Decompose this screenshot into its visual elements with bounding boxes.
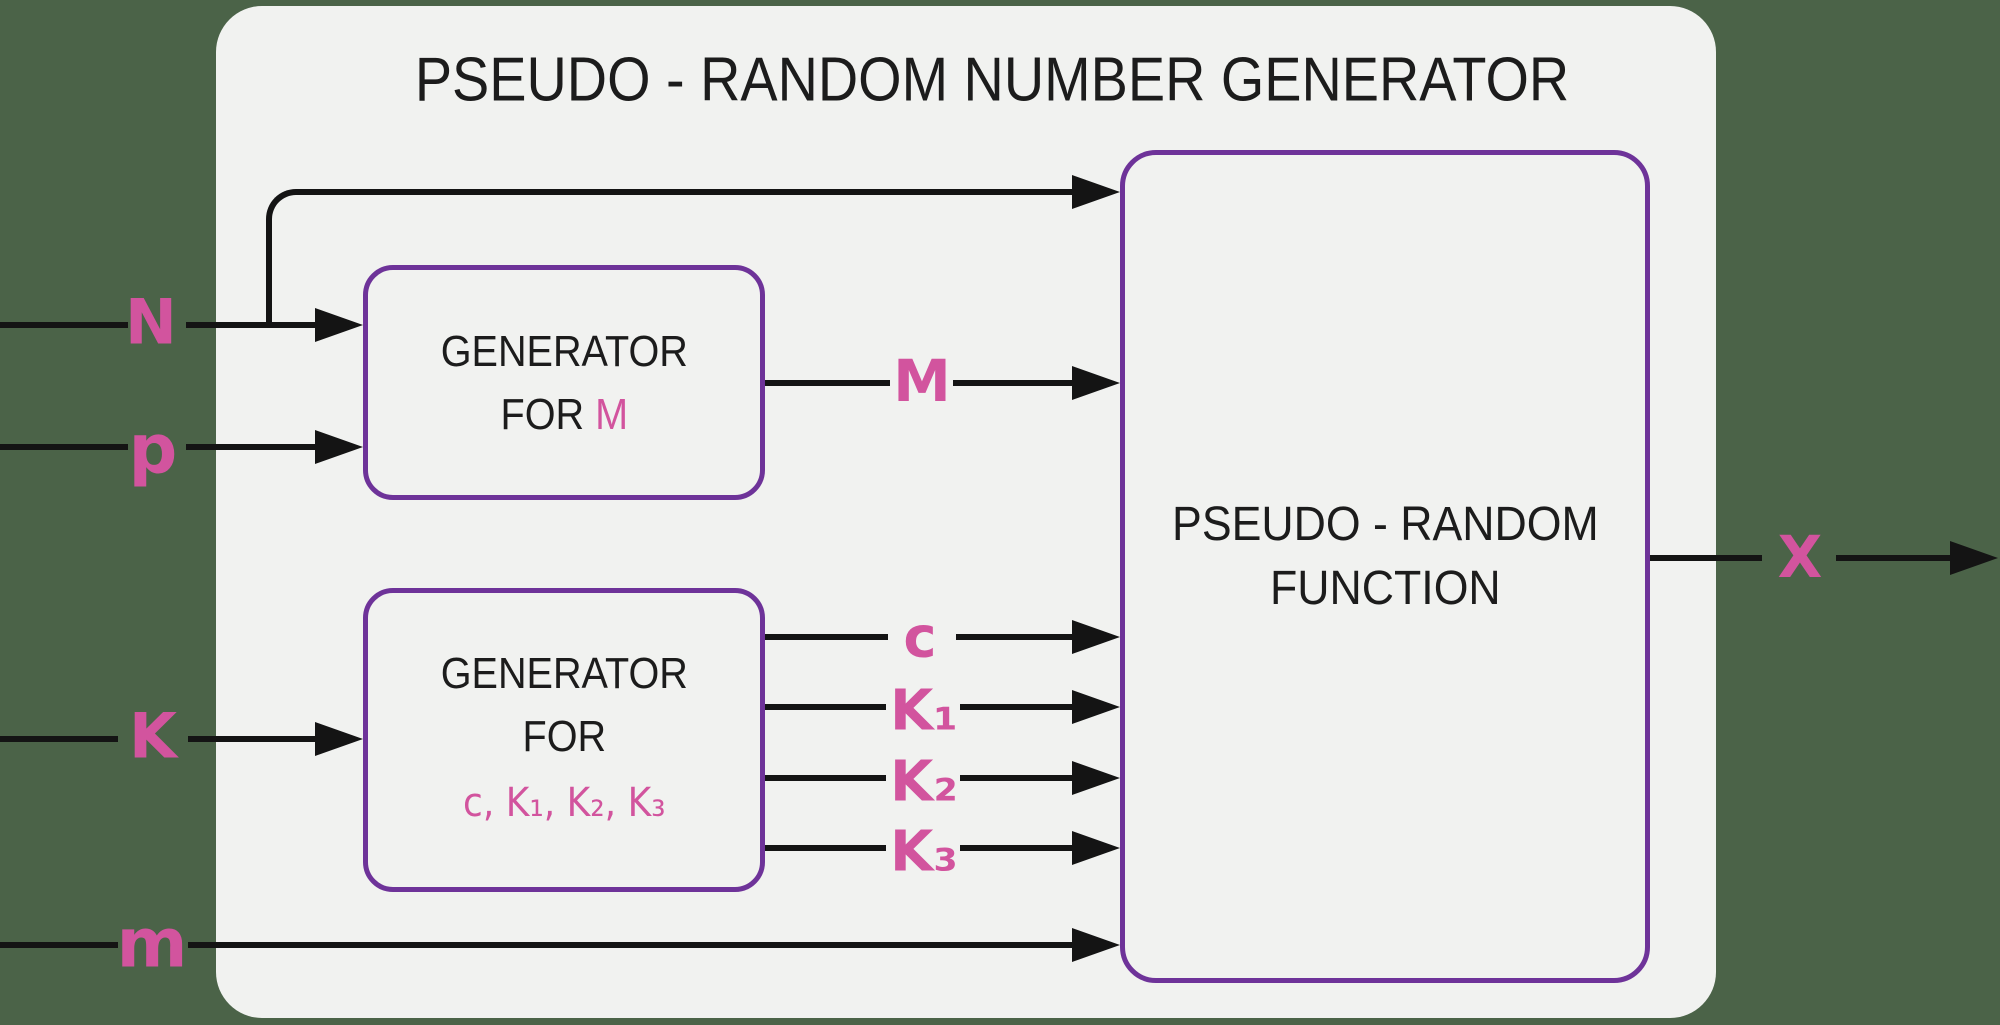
n-branch-arrow-head [1072, 175, 1120, 209]
m-signal-arrow-head [1072, 366, 1120, 400]
generator-for-m-box: GENERATOR FOR M [363, 265, 765, 500]
n-input-line-left [0, 322, 128, 328]
c-signal-line-left [765, 634, 888, 640]
k3-signal-label: K₃ [890, 819, 958, 885]
n-arrow-head [315, 308, 363, 342]
k3-signal-line-left [765, 845, 886, 851]
k3-signal-line-right [960, 845, 1074, 851]
n-input-label: N [125, 285, 177, 359]
x-output-line-left [1650, 555, 1762, 561]
k-arrow-head [315, 722, 363, 756]
k1-signal-arrow-head [1072, 690, 1120, 724]
pseudo-random-function-box: PSEUDO - RANDOM FUNCTION [1120, 150, 1650, 983]
k2-signal-line-left [765, 775, 886, 781]
x-output-line-right [1836, 555, 1952, 561]
m-input-label: m [116, 904, 188, 984]
c-signal-arrow-head [1072, 620, 1120, 654]
m-value-text: M [594, 389, 628, 439]
m-input-arrow-head [1072, 928, 1120, 962]
generator-for-m-line1: GENERATOR [440, 326, 688, 376]
k-input-line-right [188, 736, 317, 742]
k2-signal-label: K₂ [890, 749, 958, 815]
p-input-label: p [128, 410, 178, 490]
k-input-label: K [128, 699, 178, 773]
c-signal-line-right [956, 634, 1074, 640]
k1-signal-line-right [960, 704, 1074, 710]
generator-for-keys-line2: FOR [522, 712, 606, 761]
m-input-line-right [188, 942, 1072, 948]
k2-signal-arrow-head [1072, 761, 1120, 795]
k1-signal-line-left [765, 704, 886, 710]
prf-line1: PSEUDO - RANDOM [1171, 497, 1599, 551]
k3-signal-arrow-head [1072, 831, 1120, 865]
prf-line2: FUNCTION [1269, 561, 1501, 615]
n-branch-elbow-line [266, 189, 1072, 328]
n-input-line-right [186, 322, 317, 328]
p-arrow-head [315, 430, 363, 464]
generator-for-keys-box: GENERATOR FOR c, K₁, K₂, K₃ [363, 588, 765, 892]
p-input-line-left [0, 444, 128, 450]
k-input-line-left [0, 736, 118, 742]
generator-for-keys-line1: GENERATOR [440, 649, 688, 698]
p-input-line-right [186, 444, 317, 450]
k2-signal-line-right [960, 775, 1074, 781]
generator-for-m-line2: FOR M [500, 389, 628, 439]
x-output-arrow-head [1950, 541, 1998, 575]
diagram-title: PSEUDO - RANDOM NUMBER GENERATOR [414, 45, 1570, 115]
m-input-line-left [0, 942, 118, 948]
keys-value-text: c, K₁, K₂, K₃ [462, 780, 666, 826]
k1-signal-label: K₁ [890, 678, 958, 744]
m-signal-label: M [893, 347, 951, 415]
x-output-label: X [1777, 523, 1823, 591]
m-signal-line-left [765, 380, 890, 386]
c-signal-label: c [903, 605, 937, 671]
m-signal-line-right [953, 380, 1074, 386]
